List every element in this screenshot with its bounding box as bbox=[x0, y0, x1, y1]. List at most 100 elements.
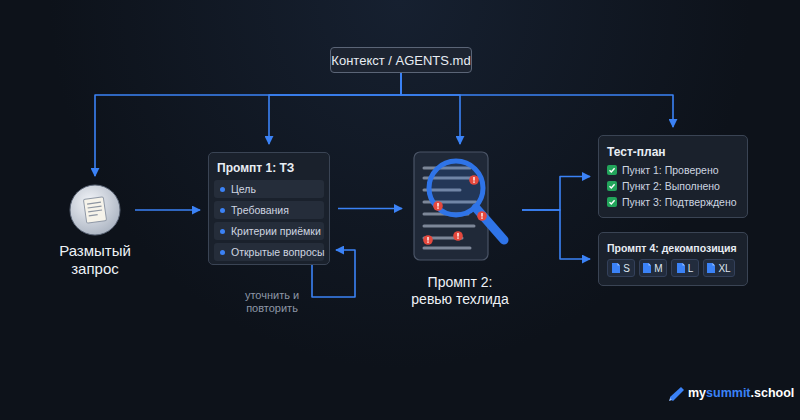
check-mark bbox=[610, 184, 615, 188]
prompt-box: Промпт 1: ТЗ ЦельТребованияКритерии приём… bbox=[208, 152, 330, 265]
size-chip: L bbox=[671, 259, 699, 277]
requirement-row: Критерии приёмки bbox=[214, 222, 324, 240]
alert-point bbox=[427, 241, 428, 242]
alert-bar bbox=[457, 233, 458, 237]
review-node: Промпт 2: ревью техлида bbox=[400, 148, 520, 308]
file-icon bbox=[643, 263, 651, 273]
document-line bbox=[424, 247, 470, 250]
node-title: Тест-план bbox=[607, 145, 666, 159]
alert-marker bbox=[433, 201, 443, 211]
alert-bar bbox=[481, 213, 482, 217]
file-body bbox=[643, 263, 651, 273]
logo-text: my bbox=[688, 386, 706, 400]
file-icon bbox=[612, 263, 620, 273]
alert-circle bbox=[453, 231, 463, 241]
alert-bar bbox=[427, 237, 428, 241]
node-title: Размытый запрос bbox=[59, 242, 131, 277]
alert-bar bbox=[473, 177, 474, 181]
logo-pen-icon bbox=[668, 386, 686, 402]
logo: mysummit.school bbox=[688, 386, 794, 400]
node-title: Промпт 1: ТЗ bbox=[217, 161, 294, 175]
file-body bbox=[677, 263, 685, 273]
alert-marker bbox=[453, 231, 463, 241]
size-chip: S bbox=[607, 259, 635, 277]
text-line: Пункт 3: Подтверждено bbox=[607, 194, 739, 210]
flow-arrow bbox=[269, 73, 401, 144]
input-node: Размытый запрос bbox=[40, 184, 150, 278]
check-box bbox=[607, 181, 617, 191]
file-fold bbox=[649, 263, 652, 266]
check-icon bbox=[607, 181, 617, 191]
node-title: S bbox=[623, 263, 630, 274]
alert-point bbox=[457, 237, 458, 238]
text-line: Требования bbox=[220, 204, 289, 216]
text-line: Цель bbox=[220, 183, 256, 195]
node-title: Контекст / AGENTS.md bbox=[331, 53, 470, 68]
paper-line bbox=[88, 206, 102, 208]
paper-line bbox=[87, 202, 101, 204]
pen-body bbox=[670, 387, 684, 401]
flow-arrow bbox=[401, 73, 673, 127]
size-chip: M bbox=[639, 259, 667, 277]
node-title: Промпт 4: декомпозиция bbox=[607, 242, 737, 254]
requirement-row: Открытые вопросы bbox=[214, 243, 324, 261]
text-line: Промпт 4: декомпозиция bbox=[607, 241, 739, 255]
text-line: Размытый запрос bbox=[40, 242, 150, 278]
alert-point bbox=[437, 207, 438, 208]
paper-line bbox=[88, 210, 102, 212]
alert-point bbox=[473, 181, 474, 182]
node-item: Пункт 1: Проверено bbox=[622, 162, 719, 178]
file-icon bbox=[707, 263, 715, 273]
logo-text: .school bbox=[751, 386, 795, 400]
text-line: M bbox=[643, 263, 662, 274]
file-body bbox=[707, 263, 715, 273]
flow-arrow bbox=[522, 177, 590, 211]
alert-circle bbox=[423, 235, 433, 245]
check-box bbox=[607, 165, 617, 175]
paper-line bbox=[89, 215, 98, 216]
file-fold bbox=[713, 263, 716, 266]
alert-circle bbox=[433, 201, 443, 211]
test-plan-box: Тест-планПункт 1: ПровереноПункт 2: Выпо… bbox=[598, 135, 748, 218]
node-title: Открытые вопросы bbox=[231, 246, 325, 258]
edge-label: уточнить и повторить bbox=[232, 289, 312, 315]
bullet-dot bbox=[220, 187, 225, 192]
alert-marker bbox=[477, 211, 487, 221]
text-line: Пункт 2: Выполнено bbox=[607, 178, 739, 194]
text-line: L bbox=[677, 263, 694, 274]
flow-arrow bbox=[338, 208, 402, 210]
text-line: Критерии приёмки bbox=[220, 225, 321, 237]
file-fold bbox=[682, 263, 685, 266]
node-title: Требования bbox=[231, 204, 289, 216]
context-box: Контекст / AGENTS.md bbox=[330, 47, 472, 73]
bullet-dot bbox=[220, 208, 225, 213]
text-line: XL bbox=[707, 263, 730, 274]
node-title: Промпт 2: ревью техлида bbox=[411, 274, 508, 307]
flow-arrow bbox=[522, 210, 590, 259]
flow-arrow bbox=[401, 73, 460, 144]
alert-bar bbox=[437, 203, 438, 207]
logo-text: summit bbox=[706, 386, 750, 400]
magnifier-handle bbox=[476, 208, 504, 240]
requirement-row: Требования bbox=[214, 201, 324, 219]
node-title: Критерии приёмки bbox=[231, 225, 321, 237]
text-line: Промпт 1: ТЗ bbox=[217, 161, 321, 176]
file-icon bbox=[677, 263, 685, 273]
alert-marker bbox=[423, 235, 433, 245]
alert-circle bbox=[469, 175, 479, 185]
decomposition-box: Промпт 4: декомпозицияS M L XL bbox=[598, 232, 748, 286]
review-illustration bbox=[400, 148, 520, 266]
node-title: L bbox=[688, 263, 694, 274]
size-chip: XL bbox=[703, 259, 735, 277]
bullet-dot bbox=[220, 229, 225, 234]
text-line: Промпт 2: ревью техлида bbox=[408, 274, 512, 308]
node-title: XL bbox=[718, 263, 730, 274]
file-fold bbox=[618, 263, 621, 266]
text-line: Пункт 1: Проверено bbox=[607, 162, 739, 178]
flow-arrow bbox=[135, 209, 200, 211]
check-mark bbox=[610, 200, 615, 204]
node-title: Цель bbox=[231, 183, 256, 195]
text-line: S bbox=[612, 263, 630, 274]
alert-circle bbox=[477, 211, 487, 221]
